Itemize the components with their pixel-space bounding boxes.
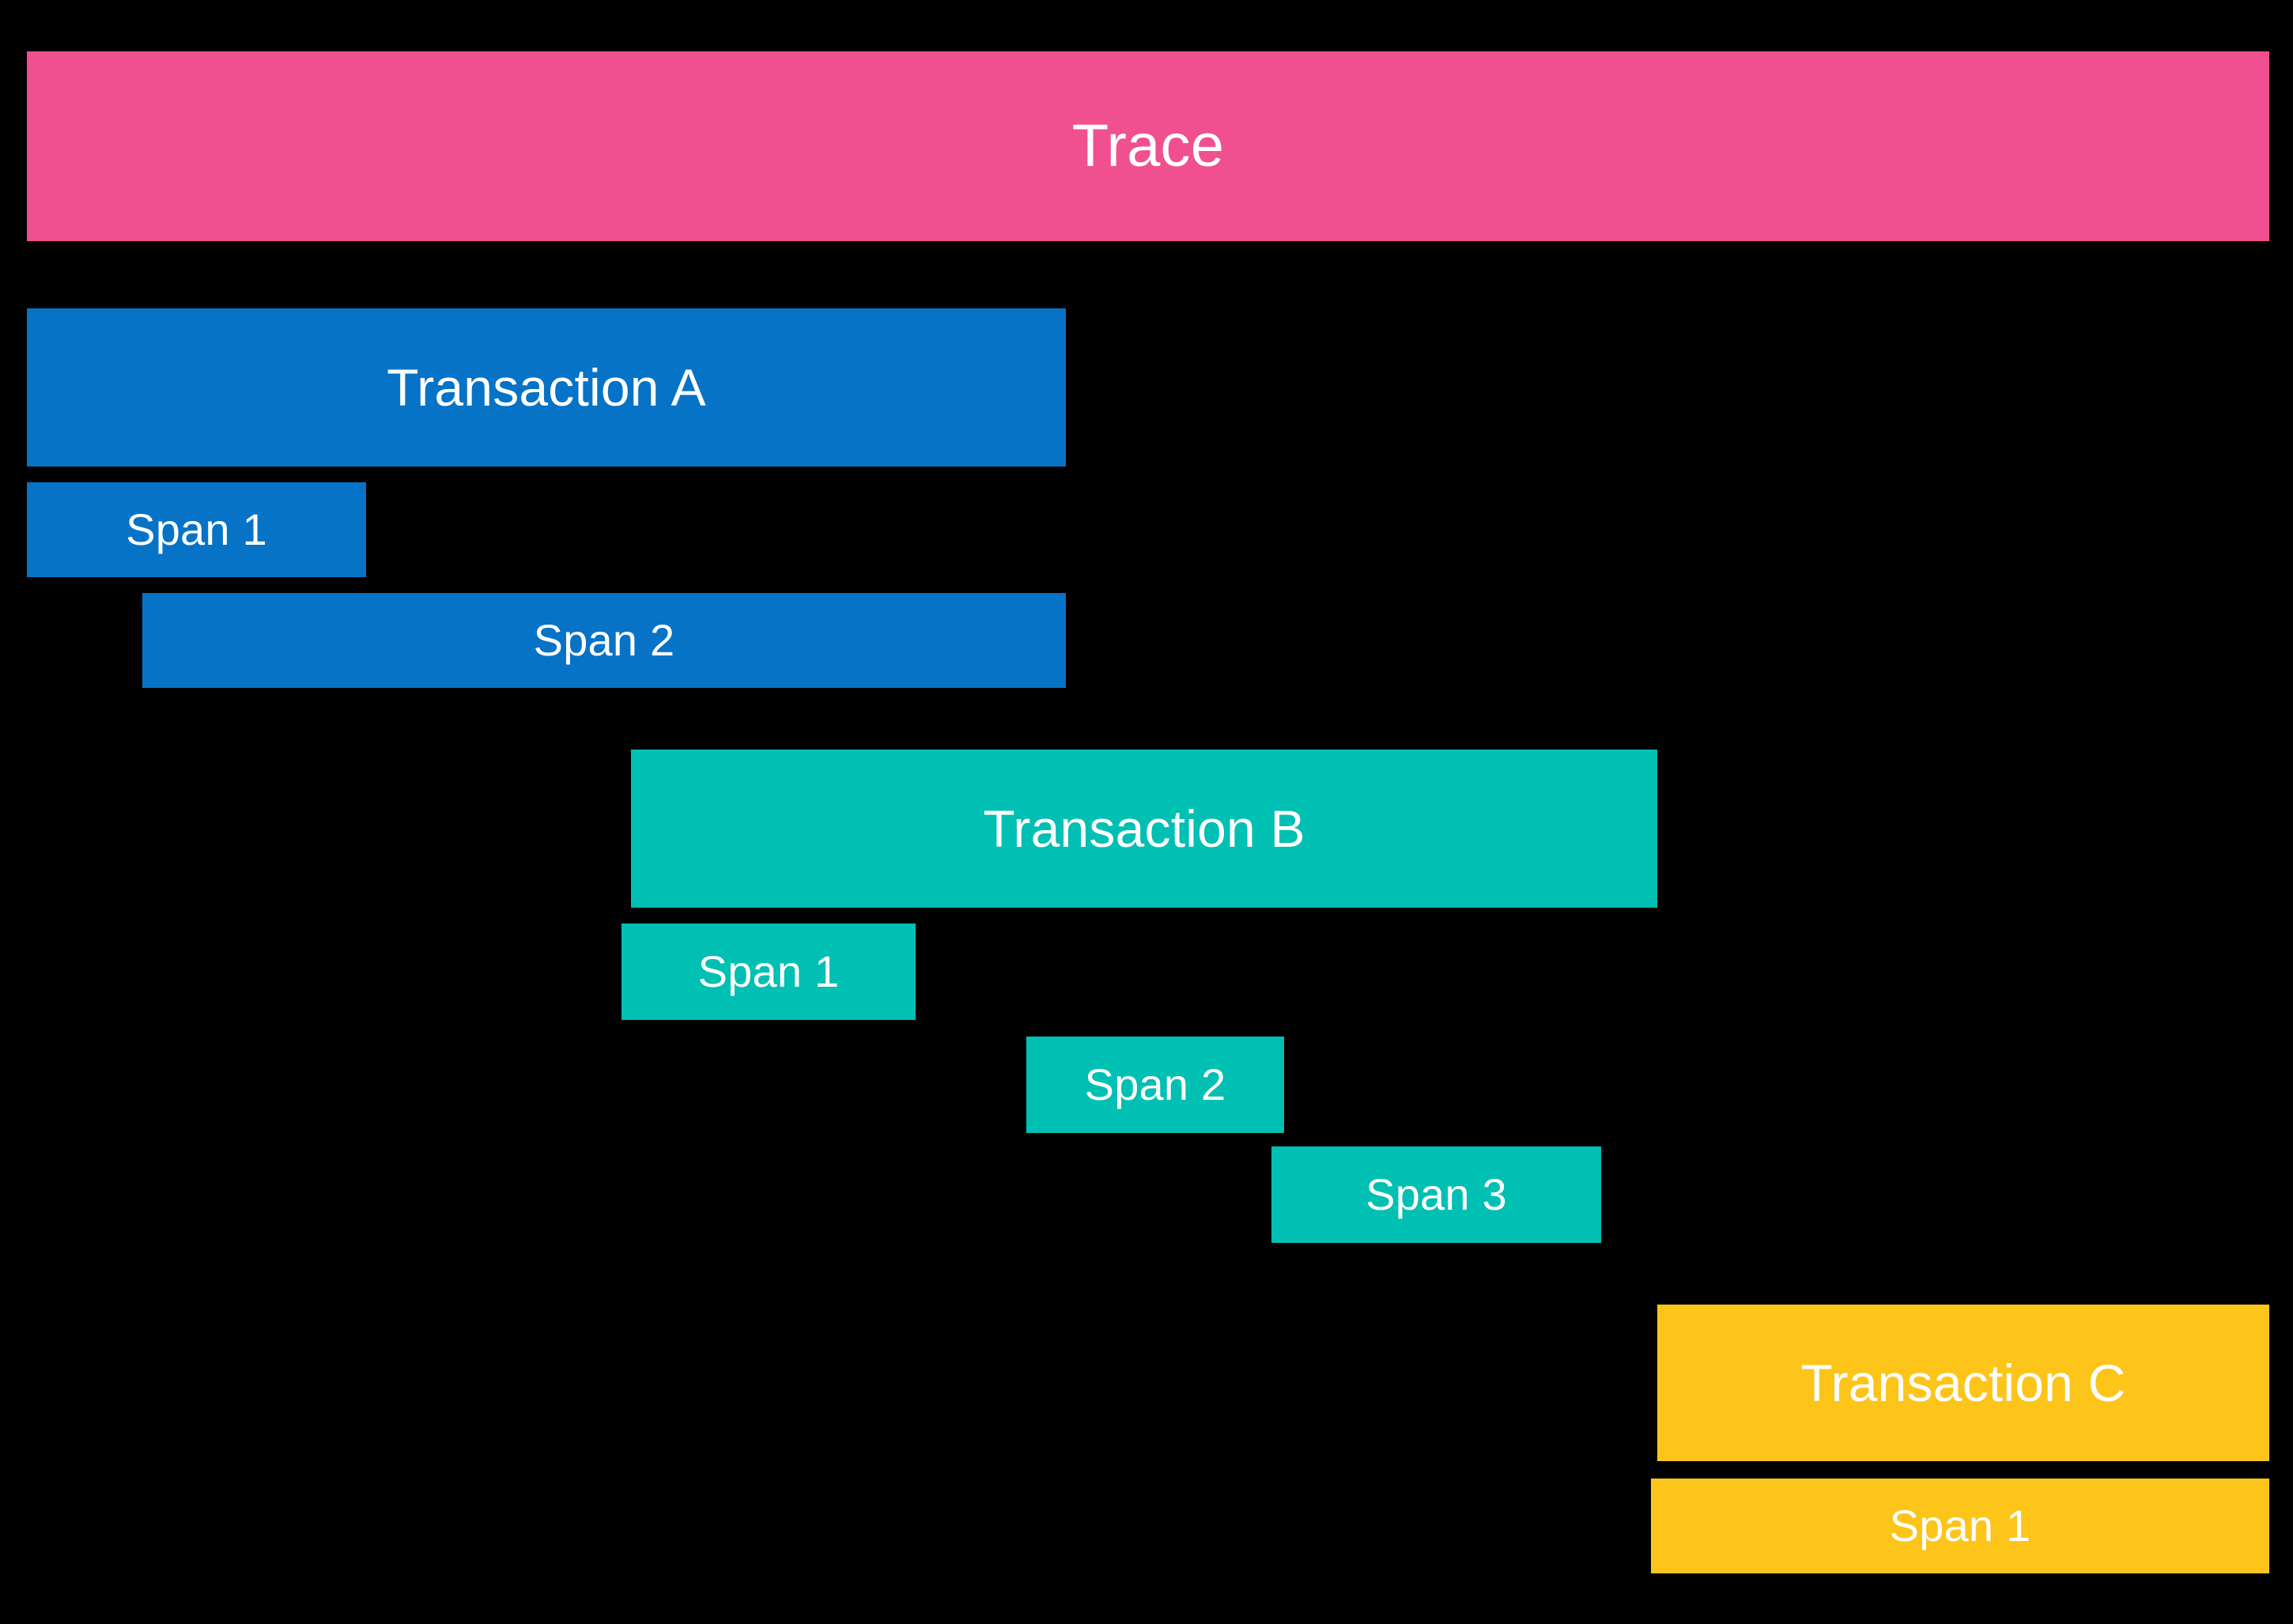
bar-label-transaction-a: Transaction A (387, 358, 706, 417)
bar-label-transaction-b-span-3: Span 3 (1366, 1169, 1507, 1219)
bar-label-transaction-c: Transaction C (1800, 1354, 2126, 1412)
bar-transaction-c-span-1[interactable]: Span 1 (1651, 1479, 2269, 1573)
bar-label-transaction-b: Transaction B (983, 799, 1305, 858)
bar-label-transaction-b-span-1: Span 1 (697, 946, 840, 996)
bar-label-trace: Trace (1071, 112, 1225, 179)
bar-trace[interactable]: Trace (27, 51, 2269, 241)
bar-transaction-b-span-1[interactable]: Span 1 (621, 923, 916, 1020)
bar-transaction-b[interactable]: Transaction B (631, 750, 1657, 908)
bar-label-transaction-b-span-2: Span 2 (1084, 1059, 1226, 1109)
bar-transaction-b-span-3[interactable]: Span 3 (1271, 1146, 1601, 1243)
bar-label-transaction-a-span-1: Span 1 (126, 504, 267, 554)
bar-transaction-a-span-1[interactable]: Span 1 (27, 482, 366, 577)
bar-label-transaction-c-span-1: Span 1 (1889, 1501, 2031, 1550)
bar-transaction-a[interactable]: Transaction A (27, 308, 1066, 466)
bar-transaction-c[interactable]: Transaction C (1657, 1305, 2269, 1461)
bar-transaction-a-span-2[interactable]: Span 2 (142, 593, 1066, 688)
bar-transaction-b-span-2[interactable]: Span 2 (1026, 1037, 1284, 1133)
bar-label-transaction-a-span-2: Span 2 (533, 615, 675, 665)
